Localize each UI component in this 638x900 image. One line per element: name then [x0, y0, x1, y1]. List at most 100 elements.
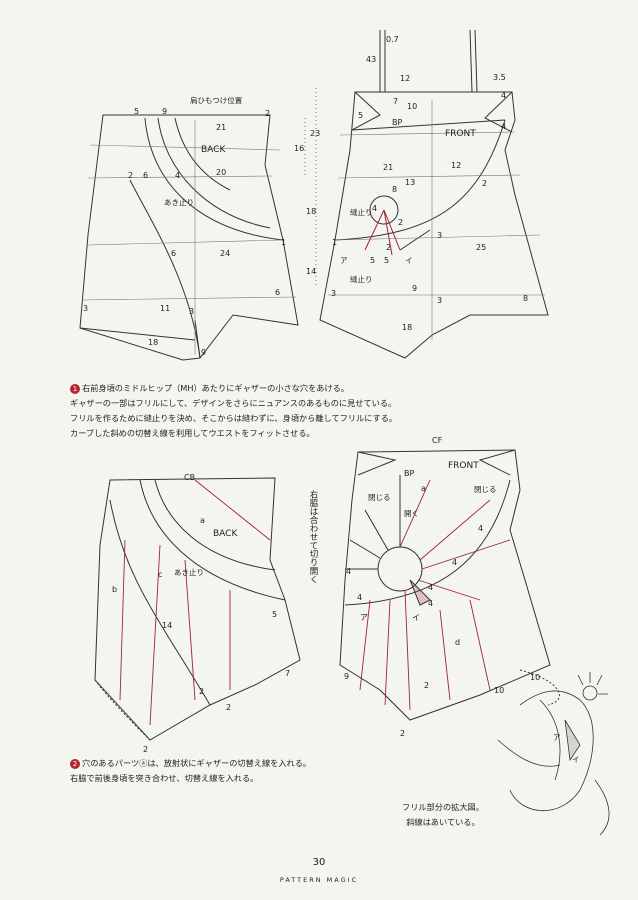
dim-label: 4 [428, 599, 433, 608]
dim-label: 2 [386, 243, 391, 252]
back-title-2: BACK [213, 529, 238, 539]
dim-label: 0.7 [386, 35, 399, 44]
dim-label: 3 [437, 296, 442, 305]
dim-label: 12 [400, 74, 410, 83]
dim-label: 43 [366, 55, 376, 64]
dim-label: 24 [220, 249, 230, 258]
dim-label: 4 [501, 122, 506, 131]
dim-label: 2 [482, 179, 487, 188]
dim-label: 10 [530, 673, 540, 682]
dim-label: 9 [344, 672, 349, 681]
dim-label: 3.5 [493, 73, 506, 82]
dim-label: 9 [162, 107, 167, 116]
step-number-1: 1 [70, 384, 80, 394]
dim-label: 9 [412, 284, 417, 293]
dim-label: 4 [478, 524, 483, 533]
dim-label: 5 [370, 256, 375, 265]
bp-label-2: BP [404, 469, 414, 478]
caption-line: ギャザーの一部はフリルにして、デザインをさらにニュアンスのあるものに見せている。 [70, 398, 397, 408]
dim-label: 4 [452, 558, 457, 567]
dim-label: 14 [306, 267, 316, 276]
stitch-stop-label: 縫止り [350, 207, 373, 217]
dim-label: 13 [405, 178, 415, 187]
dim-label: 3 [83, 304, 88, 313]
dim-label: 12 [451, 161, 461, 170]
dim-label: 3 [189, 307, 194, 316]
dim-label: 20 [216, 168, 226, 177]
dim-label: 6 [275, 288, 280, 297]
dim-label: 18 [148, 338, 158, 347]
caption-line: 右脇で前後身頃を突き合わせ、切替え線を入れる。 [70, 773, 259, 783]
mark-i: イ [405, 256, 413, 265]
dim-label: 4 [357, 593, 362, 602]
book-title: PATTERN MAGIC [279, 876, 359, 884]
caption-line: フリルを作るために縫止りを決め、そこからは縫わずに、身頃から離してフリルにする。 [70, 413, 398, 423]
frill-enlarged-sketch [497, 672, 610, 836]
dim-label: 21 [216, 123, 226, 132]
strap-position-label: 肩ひもつけ位置 [190, 95, 243, 105]
mark-b: b [112, 585, 117, 594]
dim-label: 4 [175, 171, 180, 180]
caption-line: 穴のあるパーツⓐは、放射状にギャザーの切替え線を入れる。 [82, 758, 312, 768]
dim-label: 11 [160, 304, 170, 313]
dim-label: 16 [294, 144, 304, 153]
dim-label: 9 [201, 348, 206, 357]
side-seam-note: 右脇は合わせて切り開く [308, 490, 318, 584]
dim-label: 23 [310, 129, 320, 138]
dim-label: 10 [407, 102, 417, 111]
mark-ki-frill: イ [572, 755, 580, 764]
mark-c: c [158, 570, 162, 579]
front-title: FRONT [445, 129, 476, 139]
dim-label: 2 [424, 681, 429, 690]
mark-a-3: a [421, 484, 426, 493]
caption-line: 右前身頃のミドルヒップ（MH）あたりにギャザーの小さな穴をあける。 [82, 383, 350, 393]
dim-label: 1 [281, 238, 286, 247]
mark-a: ア [340, 256, 348, 265]
open-label: 開く [404, 509, 419, 518]
close-right-label: 閉じる [474, 485, 497, 494]
dim-label: 3 [331, 289, 336, 298]
dim-label: 4 [372, 204, 377, 213]
back-title: BACK [201, 145, 226, 155]
bp-label: BP [392, 118, 402, 127]
dim-label: 2 [199, 687, 204, 696]
dim-label: 18 [306, 207, 316, 216]
close-left-label: 閉じる [368, 493, 391, 502]
dim-label: 2 [398, 218, 403, 227]
dim-label: 4 [501, 91, 506, 100]
dim-label: 4 [428, 583, 433, 592]
dim-label: 8 [523, 294, 528, 303]
opening-label-2: あき止り [174, 567, 204, 577]
dim-label: 5 [384, 256, 389, 265]
dim-label: 21 [383, 163, 393, 172]
step-number-2: 2 [70, 759, 80, 769]
dim-label: 5 [358, 111, 363, 120]
opening-stop-label: あき止り [164, 197, 194, 207]
cf-label: CF [432, 436, 443, 445]
dim-label: 2 [226, 703, 231, 712]
dim-label: 6 [143, 171, 148, 180]
mark-ki: イ [412, 613, 420, 622]
dim-label: 14 [162, 621, 172, 630]
page-number: 30 [312, 857, 326, 868]
dim-label: 18 [402, 323, 412, 332]
mark-ka: ア [360, 613, 368, 622]
dim-label: 25 [476, 243, 486, 252]
stitch-stop-bottom-label: 縫止り [350, 274, 373, 284]
mark-d: d [455, 638, 460, 647]
dim-label: 7 [285, 669, 290, 678]
front-title-2: FRONT [448, 461, 479, 471]
dim-label: 5 [272, 610, 277, 619]
mark-ka-frill: ア [553, 733, 561, 742]
dim-label: 5 [134, 107, 139, 116]
caption-line: カーブした斜めの切替え線を利用してウエストをフィットさせる。 [70, 428, 315, 438]
dim-label: 1 [332, 238, 337, 247]
mark-a-2: a [200, 516, 205, 525]
frill-note: フリル部分の拡大図。 斜線はあいている。 [402, 800, 484, 830]
dim-label: 4 [346, 567, 351, 576]
